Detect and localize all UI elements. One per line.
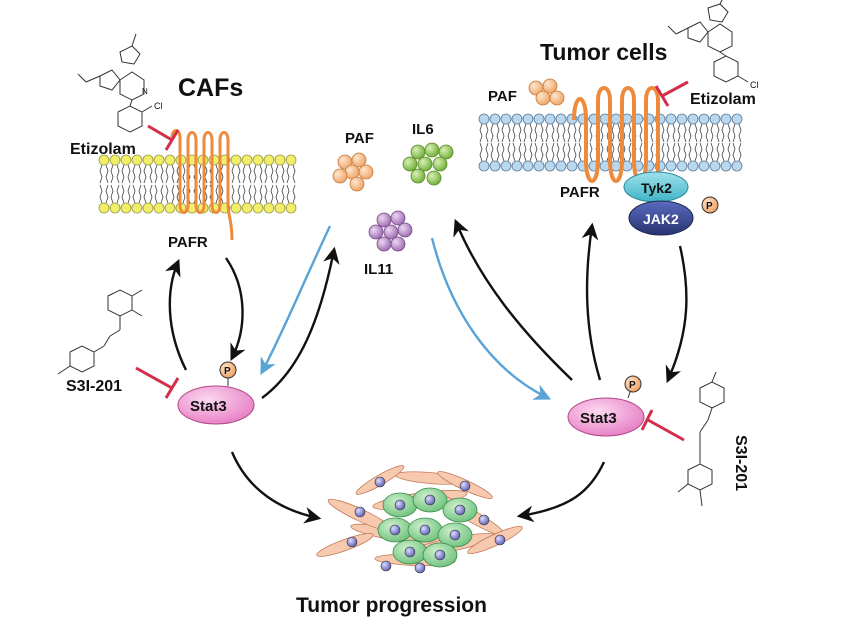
tumor-pafr-label: PAFR — [560, 184, 600, 201]
signaling-arrows — [164, 218, 688, 524]
center-il11-label: IL11 — [364, 261, 393, 278]
tyk2-label: Tyk2 — [641, 180, 672, 196]
tumor-etizolam-structure — [667, 0, 749, 83]
tumor-s3i201-label: S3I-201 — [732, 435, 749, 491]
tumor-pafr-receptor — [572, 86, 660, 183]
tumor-s3i201-structure — [677, 371, 725, 507]
caf-stat3 — [177, 385, 255, 425]
tumor-etizolam-inhibition — [654, 80, 689, 107]
caf-etizolam-inhibition — [147, 124, 180, 151]
caf-etizolam-n-atom: N — [142, 87, 148, 96]
caf-etizolam-label: Etizolam — [70, 141, 136, 158]
caf-stat3-label: Stat3 — [190, 398, 227, 415]
caf-s3i201-label: S3I-201 — [66, 378, 122, 395]
tumor-stat3-phospho-badge — [624, 375, 642, 393]
caf-pafr-receptor — [170, 129, 234, 241]
center-il6-molecules — [402, 142, 454, 186]
jak2-kinase — [628, 200, 694, 236]
center-il6-label: IL6 — [412, 121, 434, 138]
center-il11-molecules — [368, 210, 413, 252]
tumor-paf-molecules — [528, 78, 565, 106]
tumor-paf-label: PAF — [488, 88, 517, 105]
center-paf-molecules — [332, 152, 374, 192]
caf-s3i201-inhibition — [135, 366, 180, 399]
tumor-etizolam-cl-atom: Cl — [750, 80, 759, 90]
caf-etizolam-cl-atom: Cl — [154, 101, 163, 111]
tumor-mass — [316, 465, 523, 574]
jak2-phospho-label: P — [706, 201, 713, 212]
tumor-stat3-label: Stat3 — [580, 410, 617, 427]
tumor-stat3 — [567, 397, 645, 437]
tumor-s3i201-inhibition — [640, 409, 685, 442]
center-paf-label: PAF — [345, 130, 374, 147]
tumor-progression-label: Tumor progression — [296, 594, 487, 617]
caf-etizolam-structure — [77, 33, 153, 133]
tumor-title: Tumor cells — [540, 39, 667, 65]
caf-stat3-phospho-badge — [219, 361, 237, 379]
tumor-stat3-phospho-label: P — [629, 380, 636, 391]
caf-title: CAFs — [178, 74, 243, 102]
jak2-label: JAK2 — [643, 211, 679, 227]
caf-s3i201-structure — [57, 289, 143, 375]
caf-stat3-phospho-label: P — [224, 366, 231, 377]
jak2-phospho-badge — [701, 196, 719, 214]
tumor-etizolam-label: Etizolam — [690, 91, 756, 108]
caf-pafr-label: PAFR — [168, 234, 208, 251]
